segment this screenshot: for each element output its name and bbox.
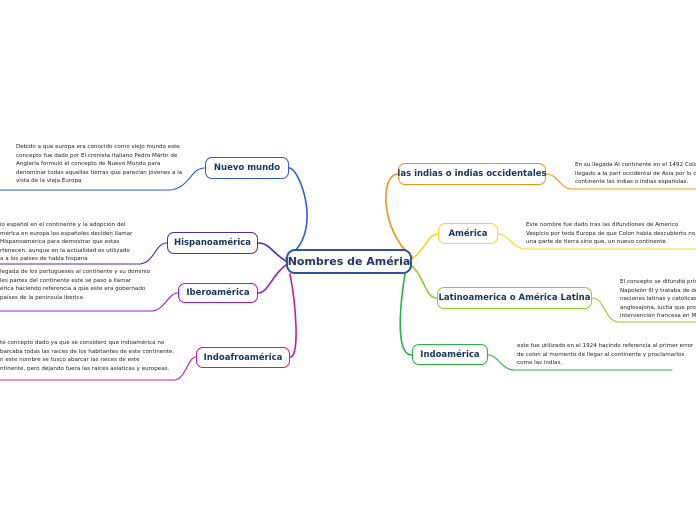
note-iberoamerica: legada de los portugueses al continente … — [0, 269, 151, 301]
connector-las-indias — [385, 173, 413, 258]
note-nuevo-mundo: Debido a que europa era conocido como vi… — [16, 144, 183, 185]
topic-las-indias[interactable]: las indias o indias occidentales — [397, 163, 547, 185]
underline-hispanoamerica — [0, 242, 168, 265]
topic-iberoamerica[interactable]: Iberoamérica — [178, 283, 258, 303]
topic-nuevo-mundo[interactable]: Nuevo mundo — [205, 157, 289, 179]
note-hispanoamerica: io español en el continente y la adopció… — [0, 222, 133, 263]
connector-indoamerica — [399, 273, 413, 356]
underline-america — [497, 233, 696, 250]
note-indoafroamerica: te concepto dado ya que se consideró que… — [0, 340, 175, 372]
underline-las-indias — [545, 173, 696, 190]
topic-latinoamerica[interactable]: Latinoamerica o América Latina — [437, 287, 592, 309]
connector-nuevo-mundo — [285, 167, 308, 259]
connector-latinoamerica — [411, 265, 438, 299]
connector-iberoamerica — [257, 264, 287, 294]
topic-indoamerica[interactable]: Indoamérica — [412, 344, 488, 365]
note-las-indias: En su llegada Al continente en el 1492 C… — [575, 162, 696, 186]
underline-iberoamerica — [0, 292, 179, 312]
topic-indoafroamerica[interactable]: Indoafroamérica — [196, 347, 290, 368]
underline-latinoamerica — [591, 297, 696, 323]
central-topic[interactable]: Nombres de Améria — [286, 249, 412, 274]
connector-indoafroamerica — [289, 273, 297, 358]
note-latinoamerica: El concepto se difundió prin Napoleón II… — [620, 279, 696, 320]
underline-nuevo-mundo — [0, 167, 206, 191]
underline-indoamerica — [487, 354, 673, 371]
topic-america[interactable]: América — [438, 223, 498, 244]
connector-america — [411, 233, 439, 260]
underline-indoafroamerica — [0, 356, 197, 381]
topic-hispanoamerica[interactable]: Hispanoamérica — [167, 232, 258, 254]
note-america: Este nombre fue dado tras las difundione… — [526, 222, 696, 246]
note-indoamerica: este fue utilizado en el 1924 hacindo re… — [517, 343, 694, 367]
connector-hispanoamerica — [257, 242, 287, 262]
